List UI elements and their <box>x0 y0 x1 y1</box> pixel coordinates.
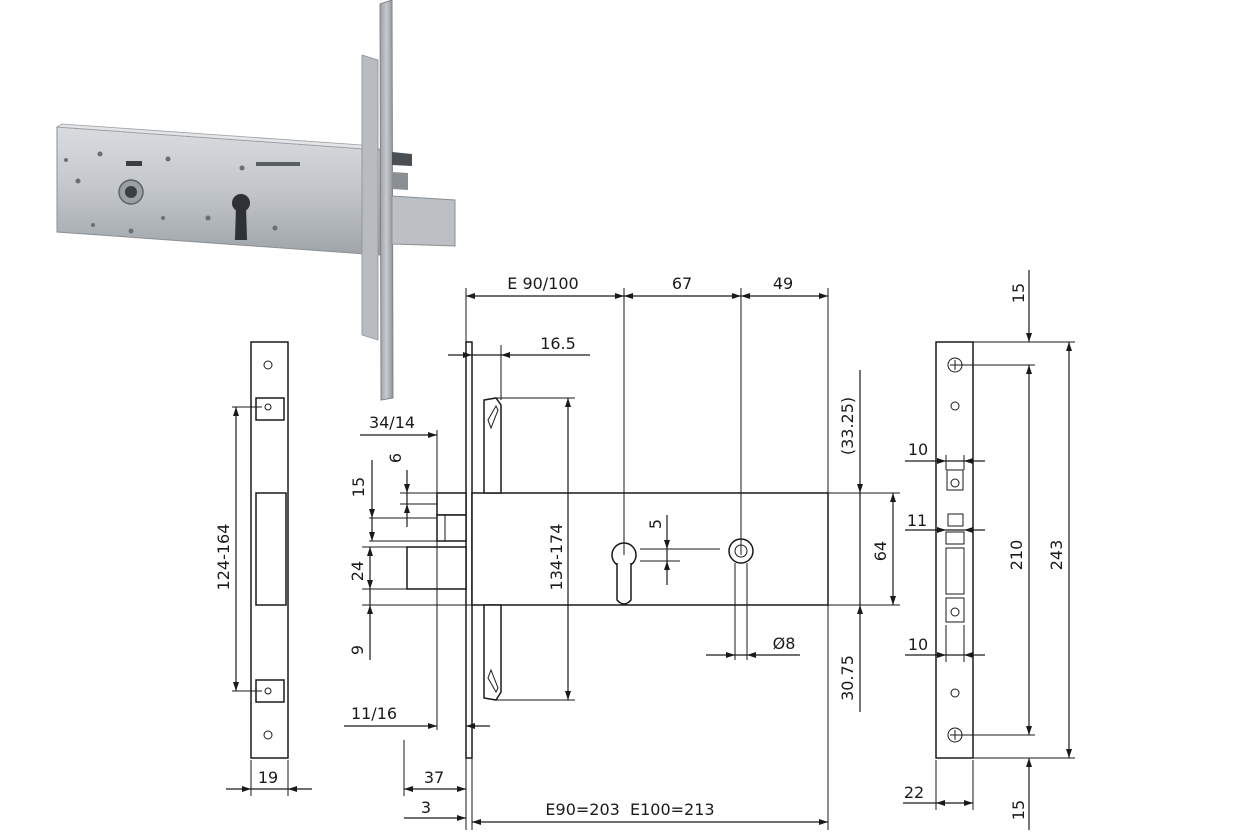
strike-plate-drawing <box>250 341 289 759</box>
label-134-174: 134-174 <box>547 524 566 591</box>
dim-vertical-right: (33.25) 30.75 <box>828 370 900 712</box>
lock-body-drawing <box>406 341 829 759</box>
dim-10-top: 10 <box>905 440 985 470</box>
label-15-bottom: 15 <box>1009 800 1028 820</box>
dim-19: 19 <box>226 760 312 796</box>
dim-15-left: 15 <box>349 460 437 542</box>
lock-product-render <box>55 0 456 401</box>
dim-11: 11 <box>905 511 985 533</box>
label-15-top: 15 <box>1009 283 1028 303</box>
label-15-left: 15 <box>349 477 368 497</box>
label-30-75: 30.75 <box>838 655 857 701</box>
faceplate-front-view <box>935 341 974 759</box>
label-67: 67 <box>672 274 692 293</box>
label-11-16: 11/16 <box>351 704 397 723</box>
dim-6: 6 <box>386 453 437 527</box>
label-124-164: 124-164 <box>214 524 233 591</box>
dim-34-14: 34/14 <box>360 413 438 493</box>
dim-dia-8: Ø8 <box>706 563 800 660</box>
label-37: 37 <box>424 768 444 787</box>
label-33-25: (33.25) <box>838 397 857 455</box>
label-22: 22 <box>904 783 924 802</box>
dim-total: 3 E90=203 E100=213 <box>404 758 828 830</box>
label-9: 9 <box>348 645 367 655</box>
label-34-14: 34/14 <box>369 413 415 432</box>
label-3: 3 <box>421 798 431 817</box>
label-64: 64 <box>871 541 890 561</box>
dim-22: 22 <box>903 760 974 810</box>
label-19: 19 <box>258 768 278 787</box>
label-5: 5 <box>646 519 665 529</box>
label-49: 49 <box>773 274 793 293</box>
dim-11-16: 11/16 <box>344 541 490 730</box>
dim-24: 24 <box>348 546 466 590</box>
dim-37: 37 <box>403 740 466 796</box>
label-24: 24 <box>348 561 367 581</box>
label-e-backset: E 90/100 <box>507 274 578 293</box>
label-16-5: 16.5 <box>540 334 576 353</box>
label-6: 6 <box>386 453 405 463</box>
dim-top-row: E 90/100 67 49 <box>465 274 829 830</box>
dim-124-164: 124-164 <box>214 406 262 692</box>
dim-134-174: 134-174 <box>496 397 575 701</box>
dim-9: 9 <box>348 589 472 660</box>
label-10-top: 10 <box>908 440 928 459</box>
dim-16-5: 16.5 <box>448 334 590 400</box>
dim-faceplate-heights: 15 210 243 15 <box>960 270 1075 830</box>
label-11: 11 <box>907 511 927 530</box>
label-210: 210 <box>1007 540 1026 571</box>
dim-64: 64 <box>860 492 900 605</box>
label-total-length: E90=203 E100=213 <box>545 800 714 819</box>
dim-10-bottom: 10 <box>905 625 985 662</box>
label-dia-8: Ø8 <box>773 634 796 653</box>
label-243: 243 <box>1047 540 1066 571</box>
label-10-bottom: 10 <box>908 635 928 654</box>
dim-5: 5 <box>640 515 720 585</box>
